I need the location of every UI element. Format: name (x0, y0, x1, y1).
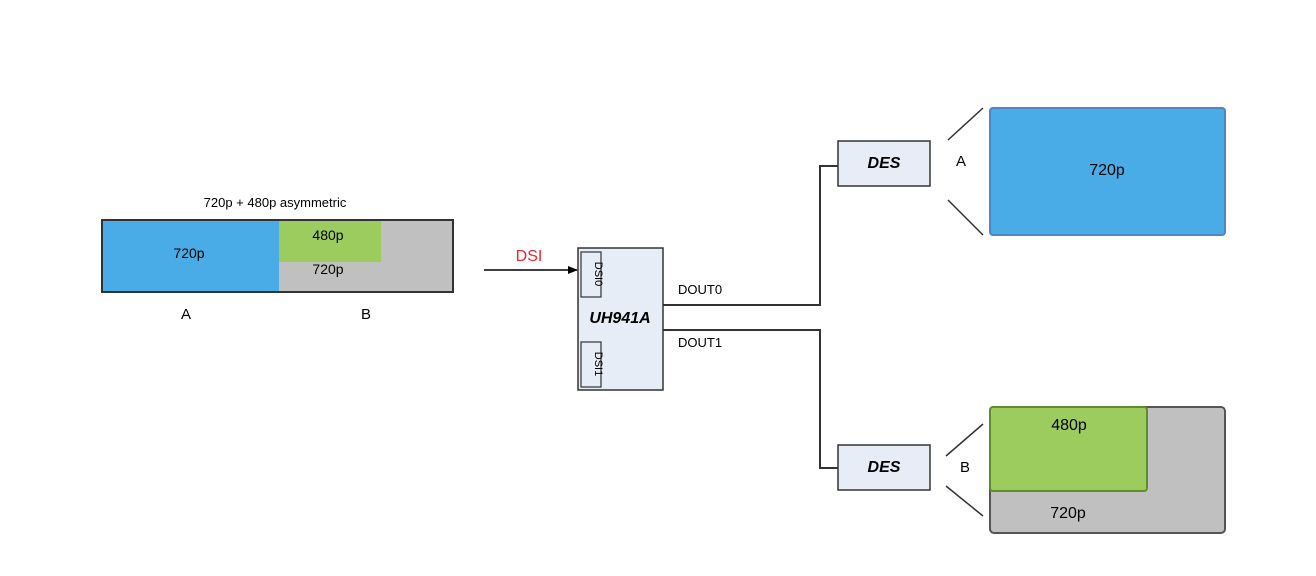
dout0-label: DOUT0 (678, 282, 722, 297)
display-b-view-line-bottom (945, 485, 984, 517)
deserializer-top: DES A (837, 107, 984, 236)
des-top-channel: A (956, 153, 966, 170)
display-b-inner-480p (989, 406, 1148, 492)
source-region-b-480p (279, 220, 381, 262)
source-region-a (102, 220, 279, 292)
dsi0-port (580, 251, 602, 298)
source-region-b-720p-label: 720p (312, 261, 343, 277)
output-links: DOUT0 DOUT1 (663, 165, 838, 469)
serializer-block: DSI0 DSI1 UH941A (577, 247, 664, 391)
source-column-a-label: A (181, 306, 191, 323)
dout0-line (663, 165, 838, 306)
display-b-view-line-top (945, 423, 984, 457)
display-a: 720p (989, 107, 1226, 236)
display-b: 480p 720p (989, 406, 1226, 534)
dout1-label: DOUT1 (678, 335, 722, 350)
display-a-view-line-top (947, 107, 984, 141)
source-frame-border (101, 219, 454, 293)
deserializer-bottom: DES B (837, 423, 984, 517)
des-top-box (837, 140, 931, 187)
dsi0-port-label: DSI0 (592, 262, 604, 286)
source-frame: 720p + 480p asymmetric 720p 480p 720p A … (101, 195, 454, 323)
display-b-720p-label: 720p (1050, 505, 1086, 522)
des-bottom-channel: B (960, 459, 970, 476)
display-a-screen (989, 107, 1226, 236)
source-region-a-label: 720p (173, 245, 204, 261)
source-region-b-480p-label: 480p (312, 227, 343, 243)
dsi-input: DSI (484, 248, 578, 274)
serializer-name: UH941A (589, 310, 650, 327)
des-bottom-box (837, 444, 931, 491)
dsi1-port (580, 341, 602, 388)
display-b-480p-label: 480p (1051, 417, 1087, 434)
des-bottom-label: DES (868, 459, 901, 476)
dsi1-port-label: DSI1 (592, 352, 604, 376)
des-top-label: DES (868, 155, 901, 172)
dout1-line (663, 329, 838, 469)
source-caption: 720p + 480p asymmetric (204, 195, 347, 210)
source-column-b-label: B (361, 306, 371, 323)
dsi-label: DSI (516, 248, 543, 265)
display-a-view-line-bottom (947, 199, 984, 236)
display-a-label: 720p (1089, 162, 1125, 179)
